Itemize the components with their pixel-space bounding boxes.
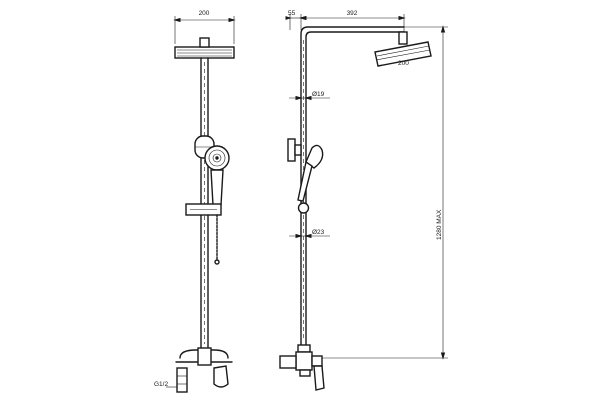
- side-arm-length-label: 392: [347, 10, 358, 17]
- side-view: 55 392 200 Ø19: [279, 10, 448, 391]
- side-wall-offset-dimension: 55: [285, 10, 306, 30]
- side-slide-holder: [297, 202, 310, 214]
- side-upper-diameter-label: Ø19: [312, 91, 325, 98]
- side-upper-diameter-dimension: Ø19: [289, 91, 330, 101]
- side-hand-shower: [297, 144, 324, 202]
- side-max-height-dimension: 1280 MAX: [322, 25, 448, 360]
- side-rain-head: 200: [374, 31, 432, 67]
- front-inlet-connector: [176, 367, 188, 393]
- side-head-size-label: 200: [398, 60, 409, 67]
- front-inlet-dimension: G1/2: [154, 381, 177, 388]
- side-wall-bracket: [287, 138, 302, 162]
- side-wall-offset-label: 55: [288, 10, 296, 17]
- side-arm-length-dimension: 392: [299, 10, 406, 40]
- side-lower-diameter-dimension: Ø23: [289, 229, 330, 239]
- front-rain-head: [174, 37, 235, 59]
- front-inlet-thread-label: G1/2: [154, 381, 168, 388]
- side-max-height-label: 1280 MAX: [436, 209, 443, 240]
- front-hose: [214, 214, 220, 265]
- side-lower-diameter-label: Ø23: [312, 229, 325, 236]
- front-hand-shower-head: [204, 145, 230, 171]
- front-head-width-label: 200: [199, 10, 210, 17]
- side-mixer: [279, 344, 325, 391]
- front-riser-pipe: [200, 57, 209, 349]
- front-hand-shower-handle: [210, 169, 224, 206]
- front-slide-holder: [185, 203, 222, 216]
- front-view: 200: [154, 10, 236, 393]
- front-head-width-dimension: 200: [173, 10, 236, 44]
- front-mixer-handle: [213, 365, 229, 388]
- side-riser-and-arm: [300, 26, 405, 346]
- front-mixer-body: [175, 347, 233, 366]
